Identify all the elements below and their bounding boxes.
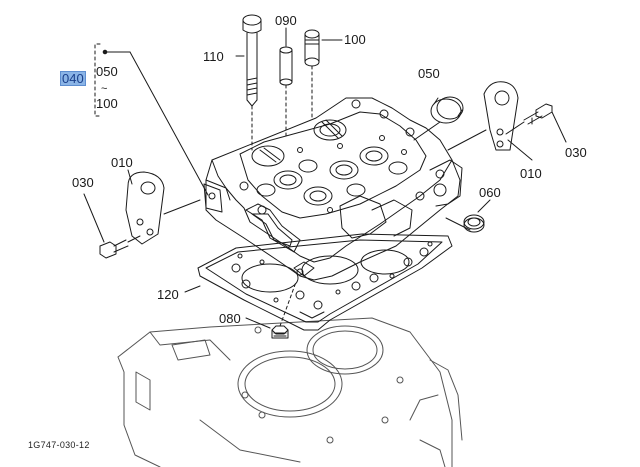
part-label-080[interactable]: 080 [219,311,241,326]
part-label-100[interactable]: 100 [344,32,366,47]
hook-010-right [447,81,533,161]
part-label-100-range: 100 [96,96,118,111]
hook-010-left [125,169,201,245]
range-separator: ~ [101,83,108,95]
bolt-030-right [505,103,567,143]
part-label-060[interactable]: 060 [479,185,501,200]
part-label-030-right[interactable]: 030 [565,145,587,160]
part-label-030-left[interactable]: 030 [72,175,94,190]
part-label-120[interactable]: 120 [157,287,179,302]
guide-090 [279,27,293,137]
plug-050 [413,96,464,141]
bolt-030-left [83,193,141,259]
part-label-050-range: 050 [96,64,118,79]
assembly-bracket [94,43,101,117]
cylinder-head [203,97,463,281]
guide-100 [304,29,343,121]
part-label-010-right[interactable]: 010 [520,166,542,181]
seal-060 [445,199,491,233]
stud-080 [245,281,297,339]
part-label-010-left[interactable]: 010 [111,155,133,170]
part-label-040[interactable]: 040 [60,71,86,86]
part-label-090[interactable]: 090 [275,13,297,28]
engine-block [117,317,463,467]
part-label-110[interactable]: 110 [203,49,224,64]
head-gasket [197,233,453,331]
part-label-050[interactable]: 050 [418,66,440,81]
leader-120 [184,285,201,293]
bolt-110 [235,14,262,151]
diagram-code-caption: 1G747-030-12 [28,440,90,450]
